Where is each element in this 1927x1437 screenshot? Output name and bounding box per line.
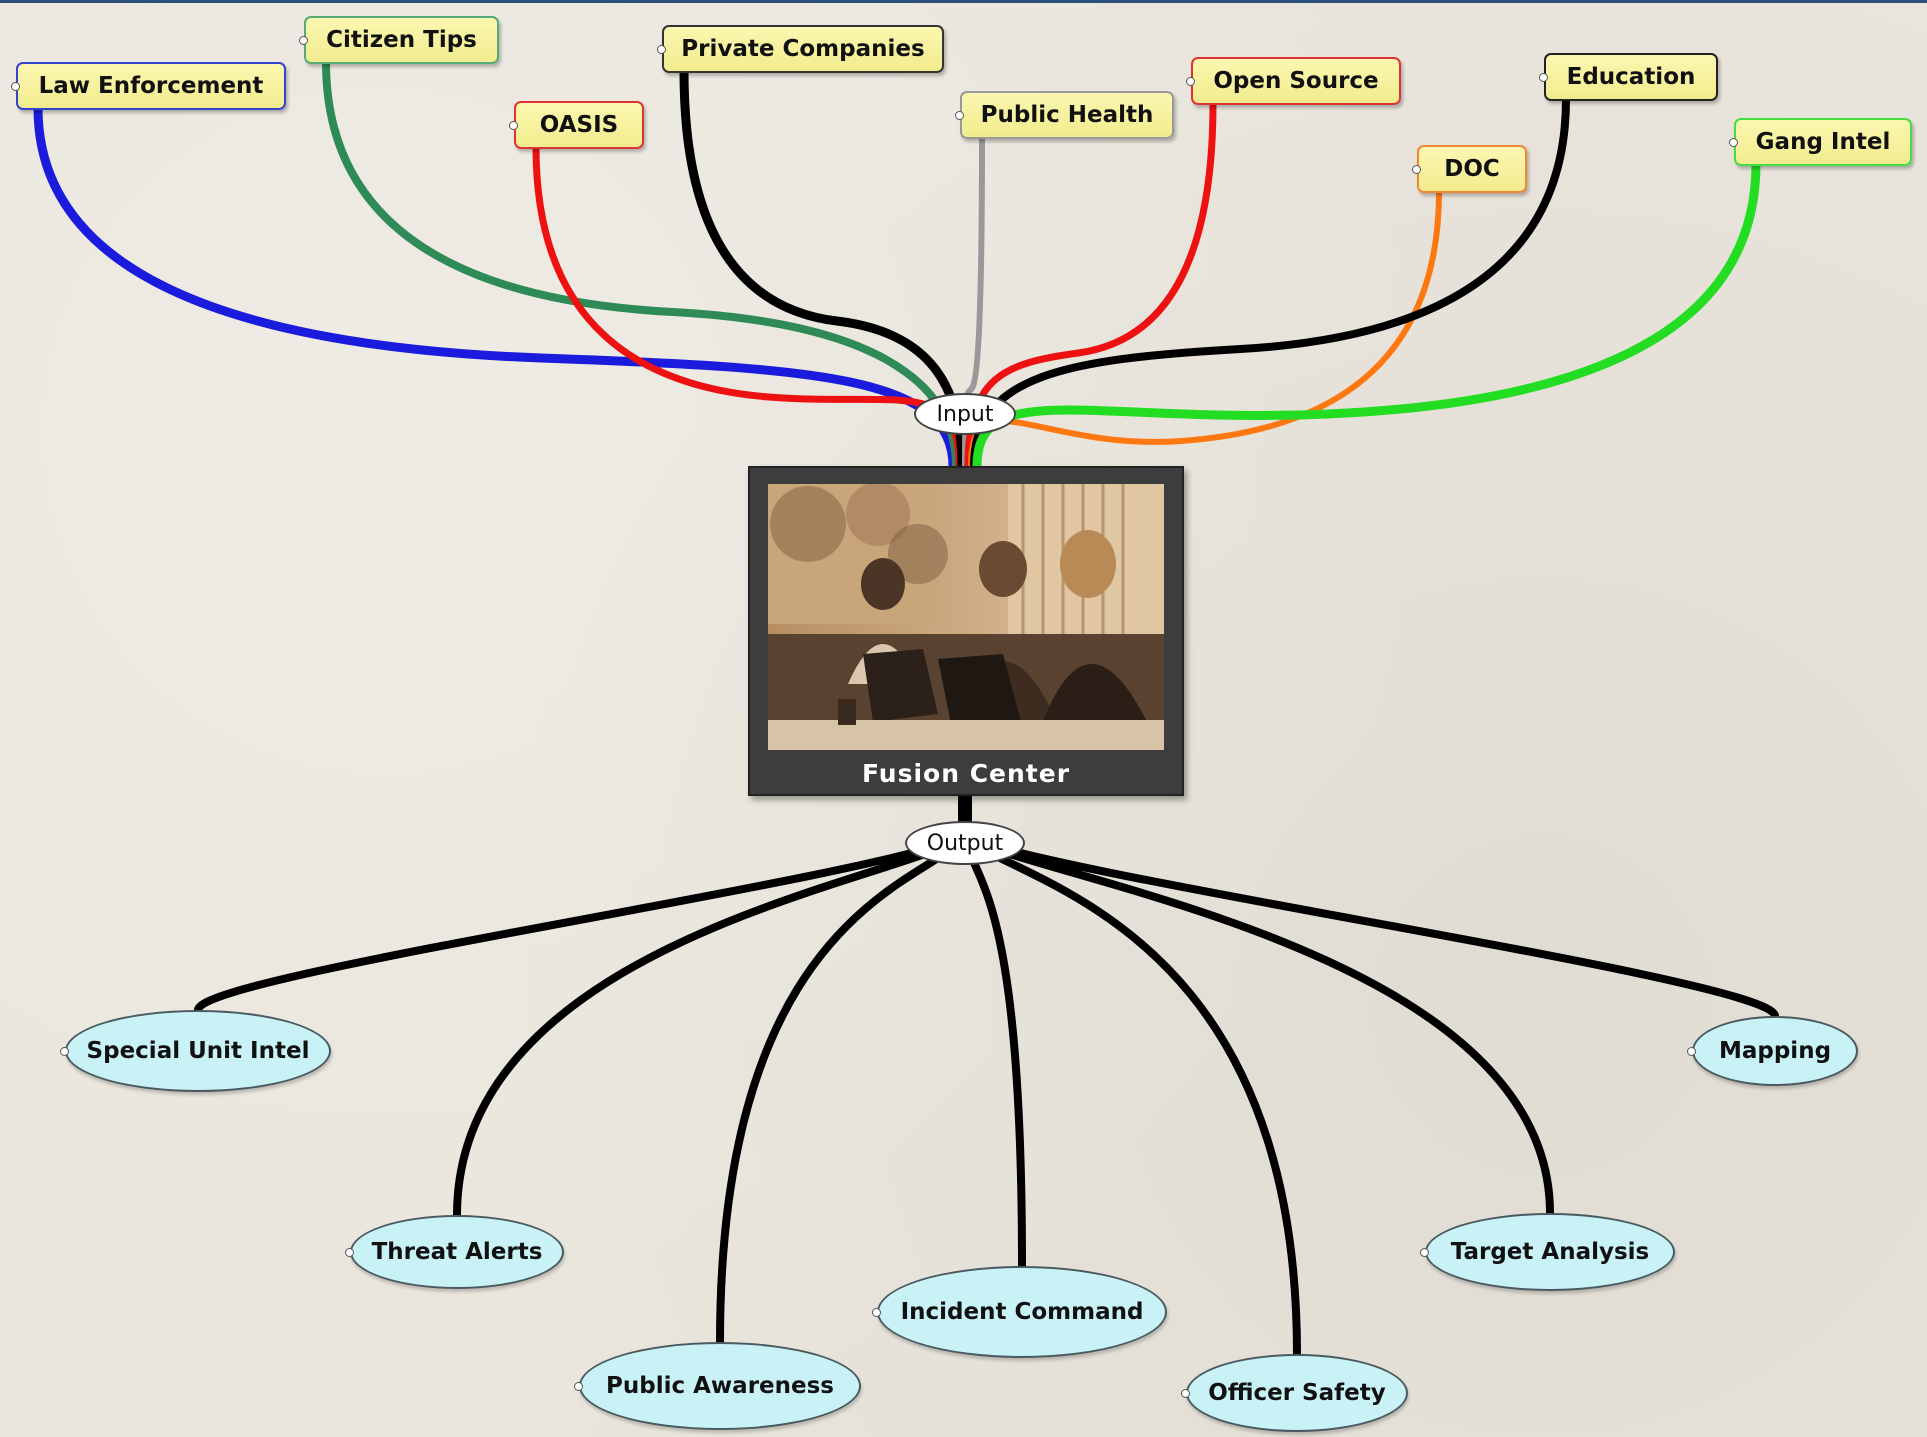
input-hub[interactable]: Input xyxy=(914,393,1016,435)
collapse-handle[interactable] xyxy=(1729,138,1738,147)
collapse-handle[interactable] xyxy=(1687,1047,1696,1056)
input-node-label: Public Health xyxy=(980,102,1154,128)
output-node-special-unit-intel[interactable]: Special Unit Intel xyxy=(65,1010,331,1092)
input-node-education[interactable]: Education xyxy=(1544,53,1718,101)
collapse-handle[interactable] xyxy=(574,1382,583,1391)
input-node-private-companies[interactable]: Private Companies xyxy=(662,25,944,73)
fusion-center-node[interactable]: Fusion Center xyxy=(748,466,1184,796)
output-branch-special-unit-intel xyxy=(194,833,969,1014)
output-node-public-awareness[interactable]: Public Awareness xyxy=(579,1342,861,1430)
input-node-label: Education xyxy=(1566,64,1696,90)
output-node-label: Threat Alerts xyxy=(371,1239,543,1265)
input-node-citizen-tips[interactable]: Citizen Tips xyxy=(304,16,499,64)
output-node-label: Special Unit Intel xyxy=(86,1038,310,1064)
collapse-handle[interactable] xyxy=(11,82,20,91)
output-branch-target-analysis xyxy=(961,833,1554,1217)
output-node-label: Officer Safety xyxy=(1208,1380,1386,1406)
output-node-officer-safety[interactable]: Officer Safety xyxy=(1186,1354,1408,1432)
fusion-center-title: Fusion Center xyxy=(861,758,1071,788)
output-node-mapping[interactable]: Mapping xyxy=(1692,1016,1858,1086)
output-hub[interactable]: Output xyxy=(905,821,1025,865)
collapse-handle[interactable] xyxy=(345,1248,354,1257)
output-node-threat-alerts[interactable]: Threat Alerts xyxy=(350,1215,564,1289)
output-node-label: Target Analysis xyxy=(1450,1239,1650,1265)
collapse-handle[interactable] xyxy=(60,1047,69,1056)
input-node-label: Private Companies xyxy=(681,36,925,62)
input-node-label: Gang Intel xyxy=(1755,129,1891,155)
input-branch-education xyxy=(970,95,1570,470)
input-node-label: DOC xyxy=(1444,156,1500,182)
input-node-label: OASIS xyxy=(539,112,619,138)
collapse-handle[interactable] xyxy=(1539,73,1548,82)
collapse-handle[interactable] xyxy=(1420,1248,1429,1257)
collapse-handle[interactable] xyxy=(1186,77,1195,86)
input-branch-citizen-tips xyxy=(322,58,960,470)
output-branch-incident-command xyxy=(961,833,1026,1270)
output-branch-mapping xyxy=(961,833,1779,1020)
input-node-label: Open Source xyxy=(1213,68,1379,94)
output-branch-threat-alerts xyxy=(453,833,969,1219)
input-hub-label: Input xyxy=(936,401,994,427)
output-hub-label: Output xyxy=(926,830,1004,856)
input-branch-gang-intel xyxy=(972,159,1761,471)
output-node-label: Mapping xyxy=(1718,1038,1832,1064)
top-border xyxy=(0,0,1927,3)
input-node-oasis[interactable]: OASIS xyxy=(514,101,644,149)
collapse-handle[interactable] xyxy=(1181,1389,1190,1398)
input-node-gang-intel[interactable]: Gang Intel xyxy=(1734,118,1912,166)
collapse-handle[interactable] xyxy=(872,1308,881,1317)
input-node-law-enforcement[interactable]: Law Enforcement xyxy=(16,62,286,110)
input-node-label: Law Enforcement xyxy=(38,73,264,99)
output-node-target-analysis[interactable]: Target Analysis xyxy=(1425,1213,1675,1291)
input-node-open-source[interactable]: Open Source xyxy=(1191,57,1401,105)
output-node-label: Public Awareness xyxy=(606,1373,834,1399)
output-node-incident-command[interactable]: Incident Command xyxy=(877,1266,1167,1358)
collapse-handle[interactable] xyxy=(657,45,666,54)
input-branch-law-enforcement xyxy=(33,103,958,471)
input-node-label: Citizen Tips xyxy=(326,27,477,53)
fusion-center-photo xyxy=(768,484,1164,750)
input-branch-private-companies xyxy=(679,66,967,471)
collapse-handle[interactable] xyxy=(299,36,308,45)
output-node-label: Incident Command xyxy=(900,1299,1144,1325)
collapse-handle[interactable] xyxy=(1412,165,1421,174)
input-node-doc[interactable]: DOC xyxy=(1417,145,1527,193)
collapse-handle[interactable] xyxy=(509,121,518,130)
input-node-public-health[interactable]: Public Health xyxy=(960,91,1174,139)
collapse-handle[interactable] xyxy=(955,111,964,120)
